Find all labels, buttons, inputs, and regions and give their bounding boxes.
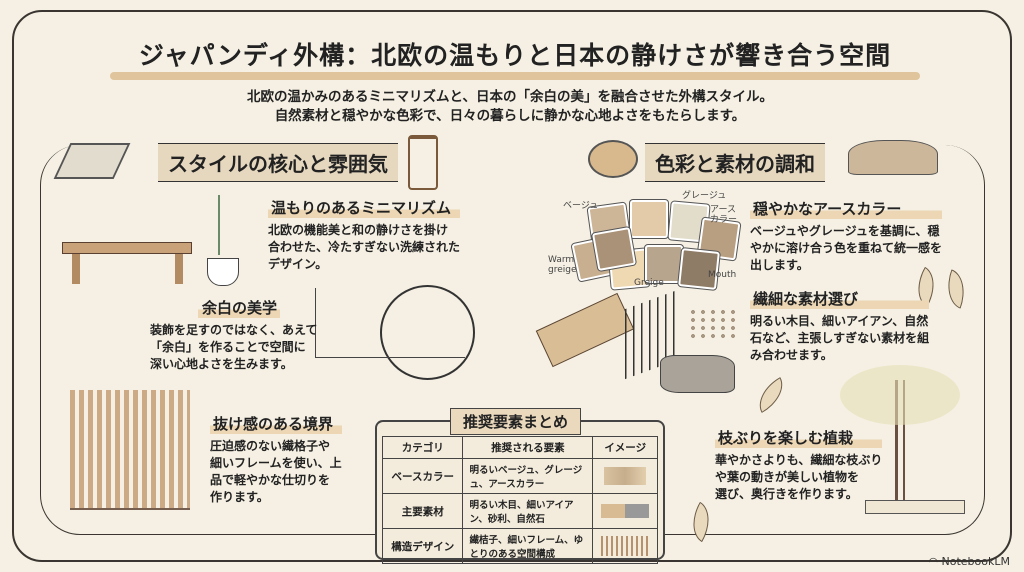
swatch-thumbnail	[604, 467, 647, 485]
natural-stone-illustration	[660, 355, 735, 393]
body-line: 合わせた、冷たすぎない洗練された	[268, 240, 461, 254]
color-swatches	[570, 195, 741, 290]
body-line: 作ります。	[210, 490, 269, 504]
item-open-boundary: 抜け感のある境界 圧迫感のない繊格子や 細いフレームを使い、上 品で軽やかな仕切…	[210, 413, 342, 506]
item-earth-colors: 穏やかなアースカラー ベージュやグレージュを基調に、穏 やかに溶け合う色を重ねて…	[750, 198, 943, 274]
tree-illustration	[895, 380, 905, 500]
body-line: 明るい木目、細いアイアン、自然	[750, 314, 929, 328]
color-swatch	[645, 245, 683, 283]
item-title: 温もりのあるミニマリズム	[268, 197, 461, 218]
image-cell	[592, 493, 658, 529]
item-body: 華やかさよりも、繊細な枝ぶり や葉の動きが美しい植物を 選び、奥行きを作ります。	[715, 452, 882, 503]
circle-window-illustration	[380, 285, 475, 380]
item-title: 抜け感のある境界	[210, 413, 342, 434]
swatch-label: グレージュ	[682, 191, 727, 201]
page-title: ジャパンディ外構：北欧の温もりと日本の静けさが響き合う空間	[138, 41, 892, 70]
wall-illustration	[315, 288, 465, 358]
body-line: 北欧の機能美と和の静けさを掛け	[268, 223, 449, 237]
summary-title: 推奨要素まとめ	[450, 408, 582, 435]
color-swatch	[678, 248, 720, 290]
item-body: 圧迫感のない繊格子や 細いフレームを使い、上 品で軽やかな仕切りを 作ります。	[210, 438, 342, 506]
elements-cell: 繊桔子、細いフレーム、ゆとりのある空間構成	[462, 528, 594, 564]
table-header-row: カテゴリ 推奨される要素 イメージ	[381, 436, 658, 459]
item-title: 繊細な素材選び	[750, 288, 930, 309]
body-line: やかに溶け合う色を重ねて統一感を	[750, 241, 943, 255]
body-line: 出します。	[750, 258, 809, 272]
plant-illustration	[218, 195, 228, 255]
body-line: 装飾を足すのではなく、あえて	[150, 323, 318, 337]
swatch-label: Greige	[634, 278, 664, 288]
body-line: 深い心地よさを生みます。	[150, 357, 293, 371]
plant-pot-illustration	[207, 258, 239, 286]
body-line: 選び、奥行きを作ります。	[715, 487, 858, 501]
item-body: 明るい木目、細いアイアン、自然 石など、主張しすぎない素材を組 み合わせます。	[750, 313, 929, 364]
item-body: 装飾を足すのではなく、あえて 「余白」を作ることで空間に 深い心地よさを生みます…	[150, 322, 318, 373]
body-line: 細いフレームを使い、上	[210, 456, 342, 470]
lattice-thumbnail	[601, 536, 650, 556]
subtitle: 北欧の温かみのあるミニマリズムと、日本の「余白の美」を融合させた外構スタイル。 …	[200, 88, 820, 126]
planter-illustration	[865, 500, 965, 514]
item-beauty-of-space: 余白の美学 装飾を足すのではなく、あえて 「余白」を作ることで空間に 深い心地よ…	[150, 297, 318, 373]
title-underline	[110, 72, 920, 80]
category-cell: 主要素材	[381, 493, 464, 529]
image-cell	[592, 528, 658, 564]
image-cell	[592, 458, 658, 494]
swatch-label: アース カラー	[710, 205, 738, 225]
materials-thumbnail	[601, 504, 650, 518]
body-line: ベージュやグレージュを基調に、穏	[750, 224, 940, 238]
item-title: 枝ぶりを楽しむ植栽	[715, 427, 883, 448]
item-planting: 枝ぶりを楽しむ植栽 華やかさよりも、繊細な枝ぶり や葉の動きが美しい植物を 選び…	[715, 427, 883, 503]
item-title: 余白の美学	[198, 297, 280, 318]
section-heading-style: スタイルの核心と雰囲気	[158, 143, 398, 182]
body-line: 圧迫感のない繊格子や	[210, 439, 331, 453]
swatch-label: ベージュ	[563, 201, 599, 211]
gravel-illustration	[688, 308, 736, 338]
bench-illustration	[62, 242, 192, 254]
column-header: イメージ	[592, 436, 658, 459]
summary-table: カテゴリ 推奨される要素 イメージ ベースカラー 明るいベージュ、グレージュ、ア…	[381, 436, 658, 564]
body-line: 華やかさよりも、繊細な枝ぶり	[715, 453, 883, 467]
item-body: 北欧の機能美と和の静けさを掛け 合わせた、冷たすぎない洗練された デザイン。	[268, 222, 460, 273]
stones-illustration	[848, 140, 938, 175]
watermark-text: NotebookLM	[941, 555, 1010, 568]
item-warm-minimalism: 温もりのあるミニマリズム 北欧の機能美と和の静けさを掛け 合わせた、冷たすぎない…	[268, 197, 461, 273]
lattice-fence-illustration	[70, 390, 190, 510]
subtitle-line: 北欧の温かみのあるミニマリズムと、日本の「余白の美」を融合させた外構スタイル。	[247, 89, 773, 105]
palette-icon	[588, 140, 638, 178]
color-swatch	[630, 200, 668, 238]
column-header: 推奨される要素	[462, 436, 594, 459]
item-body: ベージュやグレージュを基調に、穏 やかに溶け合う色を重ねて統一感を 出します。	[750, 223, 942, 274]
category-cell: 構造デザイン	[381, 528, 464, 564]
body-line: 石など、主張しすぎない素材を組	[750, 331, 930, 345]
swatch-label: Mouth	[708, 270, 737, 280]
column-header: カテゴリ	[381, 436, 464, 459]
table-row: 主要素材 明るい木目、細いアイアン、砂利、自然石	[381, 493, 658, 529]
color-swatch	[591, 226, 637, 272]
elements-cell: 明るい木目、細いアイアン、砂利、自然石	[462, 493, 594, 529]
swatch-label: Warm greige	[548, 255, 577, 275]
item-material-choice: 繊細な素材選び 明るい木目、細いアイアン、自然 石など、主張しすぎない素材を組 …	[750, 288, 930, 364]
item-title: 穏やかなアースカラー	[750, 198, 943, 219]
body-line: 「余白」を作ることで空間に	[150, 340, 306, 354]
table-row: ベースカラー 明るいベージュ、グレージュ、アースカラー	[381, 458, 658, 494]
body-line: や葉の動きが美しい植物を	[715, 470, 860, 484]
section-heading-color: 色彩と素材の調和	[645, 143, 825, 182]
body-line: デザイン。	[268, 257, 328, 271]
category-cell: ベースカラー	[381, 458, 464, 494]
chair-illustration	[408, 135, 438, 190]
notebooklm-watermark: ◠ NotebookLM	[928, 555, 1010, 568]
subtitle-line: 自然素材と穏やかな色彩で、日々の暮らしに静かな心地よさをもたらします。	[274, 108, 746, 124]
body-line: 品で軽やかな仕切りを	[210, 473, 331, 487]
table-row: 構造デザイン 繊桔子、細いフレーム、ゆとりのある空間構成	[381, 528, 658, 564]
elements-cell: 明るいベージュ、グレージュ、アースカラー	[462, 458, 594, 494]
body-line: み合わせます。	[750, 348, 833, 362]
